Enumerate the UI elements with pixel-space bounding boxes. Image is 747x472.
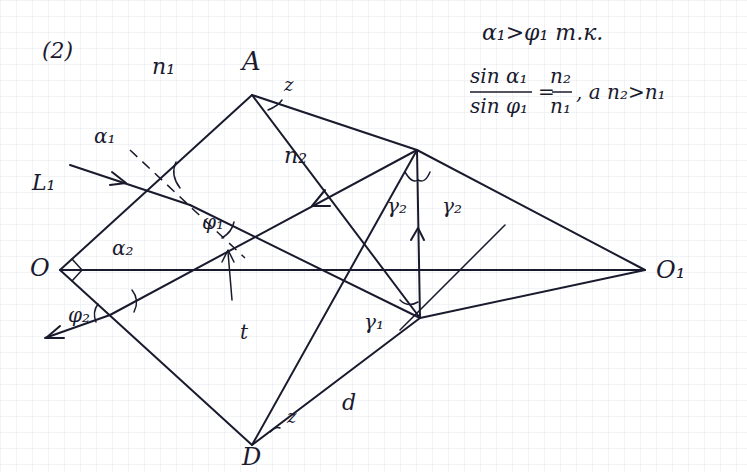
- figure-label: α₁>φ₁ т.к.: [480, 22, 605, 44]
- figure-label: t: [238, 322, 250, 342]
- figure-label: O₁: [654, 258, 687, 282]
- figure-label: α₂: [110, 238, 136, 258]
- figure-label: γ₂: [440, 196, 464, 216]
- figure-label: n₂: [548, 66, 573, 86]
- figure-label: D: [240, 445, 263, 469]
- figure-label: n₁: [150, 56, 177, 78]
- figure-label: sin φ₁: [468, 96, 530, 116]
- figure-label: φ₂: [66, 305, 92, 325]
- figure-label: z: [285, 408, 298, 426]
- figure-label: d: [340, 392, 358, 414]
- figure-label: γ₁: [362, 312, 386, 332]
- figure-label: O: [28, 256, 52, 280]
- figure-label: L₁: [30, 172, 57, 194]
- figure-label: n₁: [548, 96, 573, 116]
- figure-label: , а n₂>n₁: [574, 82, 668, 102]
- figure-label: α₁: [92, 126, 118, 146]
- figure-label: γ₂: [385, 196, 409, 216]
- figure-label: (2): [40, 40, 75, 62]
- figure-label: z: [282, 76, 295, 94]
- figure-label: sin α₁: [468, 66, 529, 86]
- figure-label: n₂: [282, 145, 309, 167]
- figure-label: φ₁: [200, 212, 226, 232]
- figure-label: A: [240, 48, 263, 74]
